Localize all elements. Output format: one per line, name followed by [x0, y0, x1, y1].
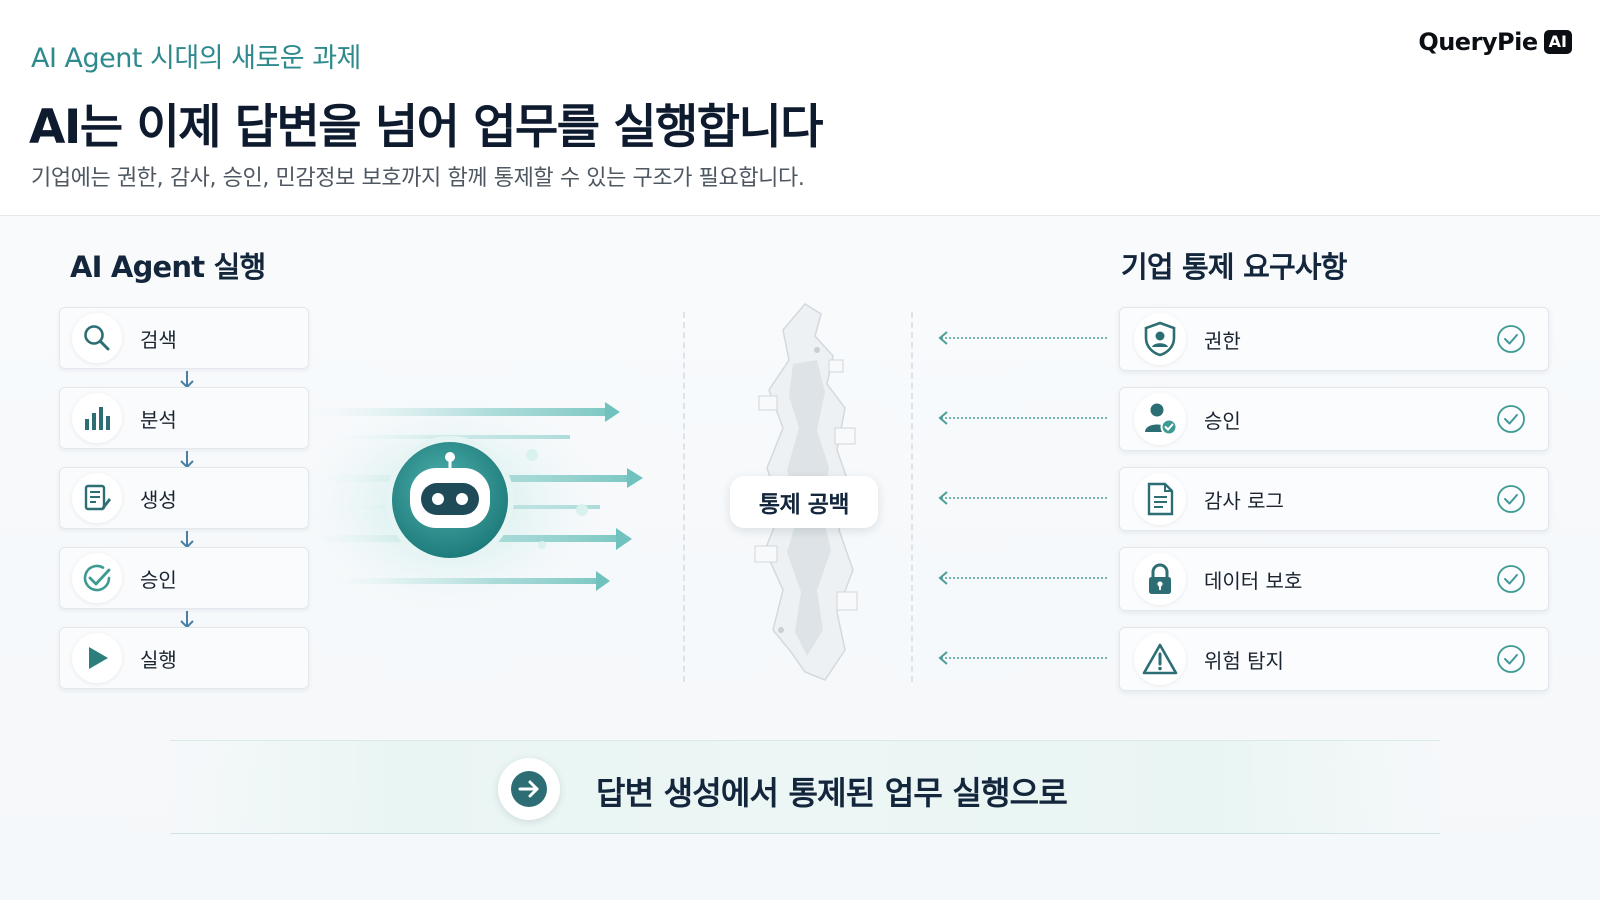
arrow-right-circle-icon: [498, 758, 560, 820]
step-item-analyze: 분석: [59, 387, 309, 449]
requirement-label: 감사 로그: [1204, 488, 1284, 513]
step-label: 승인: [140, 567, 177, 592]
step-item-generate: 생성: [59, 467, 309, 529]
requirement-label: 승인: [1204, 408, 1241, 433]
right-panel-title: 기업 통제 요구사항: [1121, 250, 1347, 284]
brand-name: QueryPie: [1418, 28, 1538, 56]
document-edit-icon: [72, 473, 122, 523]
shield-user-icon: [1134, 313, 1186, 365]
boundary-line-left: [683, 312, 685, 682]
user-check-icon: [1134, 393, 1186, 445]
requirement-label: 권한: [1204, 328, 1241, 353]
check-circle-icon: [1497, 565, 1525, 593]
page-subtitle: 기업에는 권한, 감사, 승인, 민감정보 보호까지 함께 통제할 수 있는 구…: [31, 166, 805, 191]
check-circle-icon: [1497, 325, 1525, 353]
play-icon: [72, 633, 122, 683]
step-label: 생성: [140, 487, 177, 512]
eyebrow-text: AI Agent 시대의 새로운 과제: [31, 43, 361, 74]
check-circle-icon: [1497, 645, 1525, 673]
page-title: AI는 이제 답변을 넘어 업무를 실행합니다: [29, 100, 824, 155]
check-circle-icon: [1497, 485, 1525, 513]
summary-banner: [170, 740, 1440, 834]
bar-chart-icon: [72, 393, 122, 443]
requirement-item-permission: 권한: [1119, 307, 1549, 371]
left-arrow-icon: [938, 491, 1107, 505]
left-arrow-icon: [938, 571, 1107, 585]
boundary-line-right: [911, 312, 913, 682]
step-label: 검색: [140, 327, 177, 352]
step-item-execute: 실행: [59, 627, 309, 689]
requirement-item-audit-log: 감사 로그: [1119, 467, 1549, 531]
check-circle-icon: [1497, 405, 1525, 433]
step-item-approve: 승인: [59, 547, 309, 609]
requirement-item-risk-detection: 위험 탐지: [1119, 627, 1549, 691]
search-icon: [72, 313, 122, 363]
requirement-item-approval: 승인: [1119, 387, 1549, 451]
agent-flow-illustration: [300, 303, 858, 681]
left-arrow-icon: [938, 331, 1107, 345]
control-gap-label: 통제 공백: [730, 476, 878, 528]
brand-logo: QueryPie AI: [1418, 28, 1572, 56]
lock-icon: [1134, 553, 1186, 605]
robot-icon: [386, 436, 514, 564]
requirement-label: 데이터 보호: [1204, 568, 1303, 593]
brand-badge: AI: [1543, 30, 1572, 54]
check-circle-icon: [72, 553, 122, 603]
warning-icon: [1134, 633, 1186, 685]
left-panel-title: AI Agent 실행: [70, 250, 266, 284]
step-label: 실행: [140, 647, 177, 672]
left-arrow-icon: [938, 651, 1107, 665]
step-item-search: 검색: [59, 307, 309, 369]
requirement-label: 위험 탐지: [1204, 648, 1284, 673]
step-label: 분석: [140, 407, 177, 432]
left-arrow-icon: [938, 411, 1107, 425]
requirement-item-data-protection: 데이터 보호: [1119, 547, 1549, 611]
document-icon: [1134, 473, 1186, 525]
header-divider: [0, 215, 1600, 216]
summary-banner-text: 답변 생성에서 통제된 업무 실행으로: [596, 774, 1068, 812]
